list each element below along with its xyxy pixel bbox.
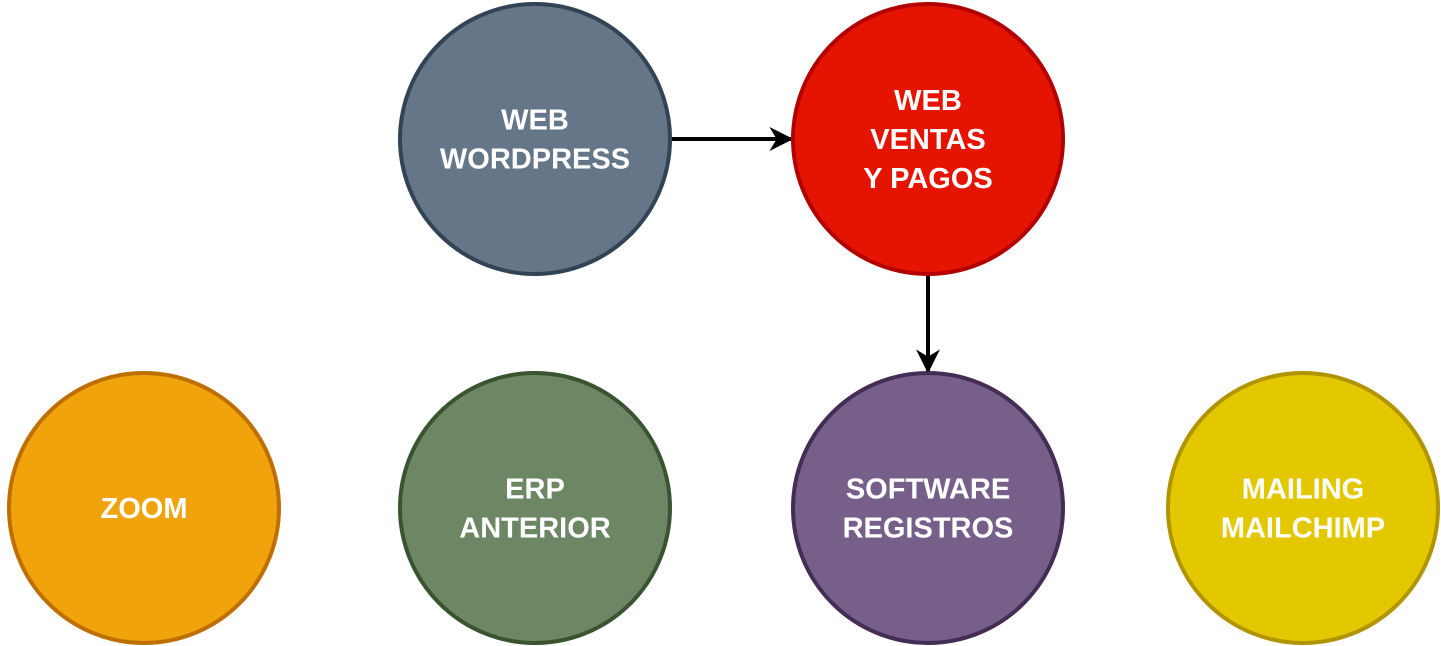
node-label: SOFTWARE REGISTROS (843, 474, 1014, 545)
node-label: WEB WORDPRESS (440, 105, 630, 176)
node-label-line: MAILING (1242, 474, 1364, 506)
node-label: ERP ANTERIOR (459, 474, 611, 545)
node-label-line: Y PAGOS (863, 163, 992, 195)
node-label: WEB VENTAS Y PAGOS (863, 85, 992, 195)
node-label-line: ZOOM (101, 493, 188, 525)
node-circle (791, 371, 1065, 645)
node-label-line: WEB (501, 105, 569, 137)
node-erp-anterior[interactable]: ERP ANTERIOR (398, 371, 672, 645)
node-zoom[interactable]: ZOOM (7, 371, 281, 645)
node-label: ZOOM (101, 493, 188, 525)
node-web-wordpress[interactable]: WEB WORDPRESS (398, 2, 672, 276)
node-label-line: ERP (505, 474, 565, 506)
node-circle (791, 2, 1065, 276)
node-web-ventas[interactable]: WEB VENTAS Y PAGOS (791, 2, 1065, 276)
node-label-line: WEB (894, 85, 962, 117)
node-label-line: SOFTWARE (846, 474, 1010, 506)
node-circle (398, 371, 672, 645)
node-mailing-mailchimp[interactable]: MAILING MAILCHIMP (1166, 371, 1440, 645)
node-label-line: ANTERIOR (459, 513, 611, 545)
node-circle (398, 2, 672, 276)
node-label-line: VENTAS (870, 124, 985, 156)
node-circle (7, 371, 281, 645)
node-label-line: WORDPRESS (440, 144, 630, 176)
node-software-registros[interactable]: SOFTWARE REGISTROS (791, 371, 1065, 645)
node-label-line: MAILCHIMP (1221, 513, 1385, 545)
node-label-line: REGISTROS (843, 513, 1014, 545)
node-label: MAILING MAILCHIMP (1221, 474, 1385, 545)
node-circle (1166, 371, 1440, 645)
